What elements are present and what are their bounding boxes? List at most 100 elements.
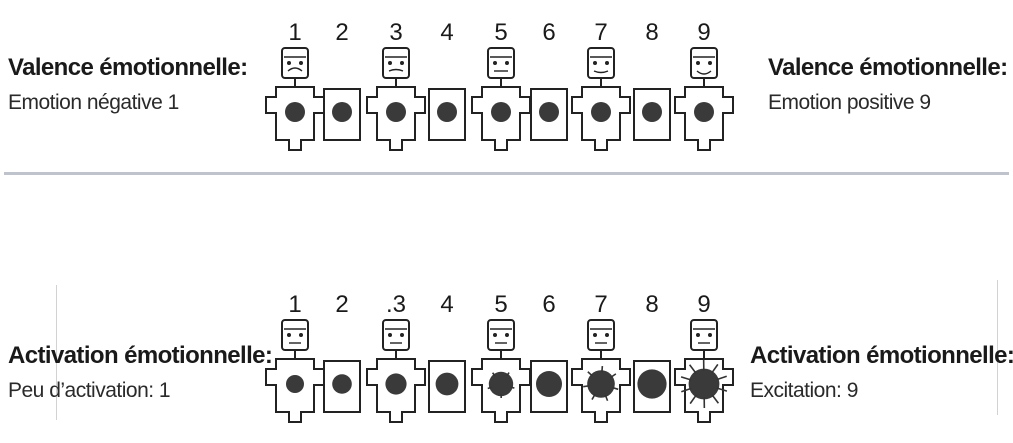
manikin-core xyxy=(332,374,352,394)
valence-scale-section: Valence émotionnelle: Emotion négative 1… xyxy=(0,0,1013,180)
valence-right-subtitle: Emotion positive 9 xyxy=(768,91,931,114)
scale-number-3: 3 xyxy=(389,19,402,46)
activation-left-title: Activation émotionnelle: xyxy=(8,342,273,369)
manikin-head xyxy=(487,47,515,79)
valence-manikin-5 xyxy=(471,47,531,151)
manikin-core xyxy=(386,102,406,122)
manikin-core xyxy=(642,102,662,122)
manikin-eye xyxy=(388,333,392,337)
scale-number-9: 9 xyxy=(697,19,710,46)
activation-manikin-2 xyxy=(323,360,361,413)
manikin-core xyxy=(591,102,611,122)
activation-manikin-8 xyxy=(633,360,671,413)
activation-left-subtitle: Peu d’activation: 1 xyxy=(8,379,171,402)
manikin-head xyxy=(281,47,309,79)
manikin-core xyxy=(587,370,615,398)
activation-right-title: Activation émotionnelle: xyxy=(750,342,1013,369)
manikin-core xyxy=(536,371,562,397)
arousal-burst-line xyxy=(591,393,596,400)
manikin-eye xyxy=(299,61,303,65)
scale-number-2: 2 xyxy=(335,19,348,46)
activation-manikin-5 xyxy=(471,319,531,423)
manikin-core xyxy=(435,372,459,396)
manikin-eye xyxy=(493,333,497,337)
manikin-eye xyxy=(400,333,404,337)
manikin-head xyxy=(690,319,718,351)
arousal-burst-line xyxy=(487,386,492,390)
arousal-burst-line xyxy=(716,387,728,392)
scale-number-5: 5 xyxy=(494,19,507,46)
arousal-burst-line xyxy=(506,372,510,377)
scale-number-2: 2 xyxy=(335,291,348,318)
manikin-mouth xyxy=(287,67,303,72)
manikin-core xyxy=(385,373,407,395)
arousal-burst-line xyxy=(689,394,697,405)
valence-manikin-6 xyxy=(530,88,568,141)
manikin-head xyxy=(487,319,515,351)
scale-number-7: 7 xyxy=(594,291,607,318)
scale-number-6: 6 xyxy=(542,19,555,46)
frame-line-left xyxy=(56,285,57,420)
manikin-eye xyxy=(493,61,497,65)
manikin-eye xyxy=(593,61,597,65)
arousal-burst-line xyxy=(583,384,590,388)
activation-right-label: Activation émotionnelle: Excitation: 9 xyxy=(750,342,1013,403)
manikin-eye xyxy=(708,333,712,337)
manikin-core xyxy=(488,371,514,397)
arousal-burst-line xyxy=(510,386,515,389)
manikin-eye xyxy=(287,333,291,337)
manikin-core xyxy=(286,375,304,393)
valence-right-title: Valence émotionnelle: xyxy=(768,54,1008,81)
valence-manikin-3 xyxy=(366,47,426,151)
arousal-burst-line xyxy=(716,375,727,381)
arousal-burst-line xyxy=(680,376,692,381)
manikin-core xyxy=(285,102,305,122)
manikin-core xyxy=(437,102,457,122)
manikin-head xyxy=(587,319,615,351)
manikin-mouth xyxy=(593,70,609,74)
manikin-eye xyxy=(388,61,392,65)
activation-scale-section: Activation émotionnelle: Peu d’activatio… xyxy=(0,272,1013,443)
manikin-mouth xyxy=(696,70,712,75)
scale-number-1: 1 xyxy=(288,291,301,318)
manikin-eye xyxy=(505,333,509,337)
activation-manikin-7 xyxy=(571,319,631,423)
manikin-head xyxy=(587,47,615,79)
valence-manikin-8 xyxy=(633,88,671,141)
manikin-head xyxy=(281,319,309,351)
manikin-core xyxy=(694,102,714,122)
activation-left-label: Activation émotionnelle: Peu d’activatio… xyxy=(8,342,273,403)
manikin-eye xyxy=(696,61,700,65)
scale-number-3: .3 xyxy=(386,291,406,318)
activation-manikin-6 xyxy=(530,360,568,413)
arousal-burst-line xyxy=(612,386,619,391)
manikin-mouth xyxy=(388,68,404,72)
activation-manikin-1 xyxy=(265,319,325,423)
manikin-core xyxy=(637,369,667,399)
arousal-burst-line xyxy=(604,394,609,402)
activation-manikin-4 xyxy=(428,360,466,413)
manikin-eye xyxy=(299,333,303,337)
scale-number-7: 7 xyxy=(594,19,607,46)
arousal-burst-line xyxy=(681,387,692,393)
manikin-eye xyxy=(696,333,700,337)
scale-number-9: 9 xyxy=(697,291,710,318)
manikin-core xyxy=(688,368,720,400)
arousal-burst-line xyxy=(587,371,593,377)
manikin-eye xyxy=(605,333,609,337)
scale-number-6: 6 xyxy=(542,291,555,318)
manikin-core xyxy=(491,102,511,122)
scale-number-8: 8 xyxy=(645,291,658,318)
activation-manikin-3 xyxy=(366,319,426,423)
manikin-eye xyxy=(287,61,291,65)
manikin-eye xyxy=(605,61,609,65)
valence-right-label: Valence émotionnelle: Emotion positive 9 xyxy=(768,54,1008,115)
valence-left-title: Valence émotionnelle: xyxy=(8,54,248,81)
manikin-core xyxy=(332,102,352,122)
manikin-eye xyxy=(708,61,712,65)
valence-manikin-9 xyxy=(674,47,734,151)
manikin-head xyxy=(382,319,410,351)
arousal-burst-line xyxy=(711,363,719,374)
manikin-eye xyxy=(400,61,404,65)
